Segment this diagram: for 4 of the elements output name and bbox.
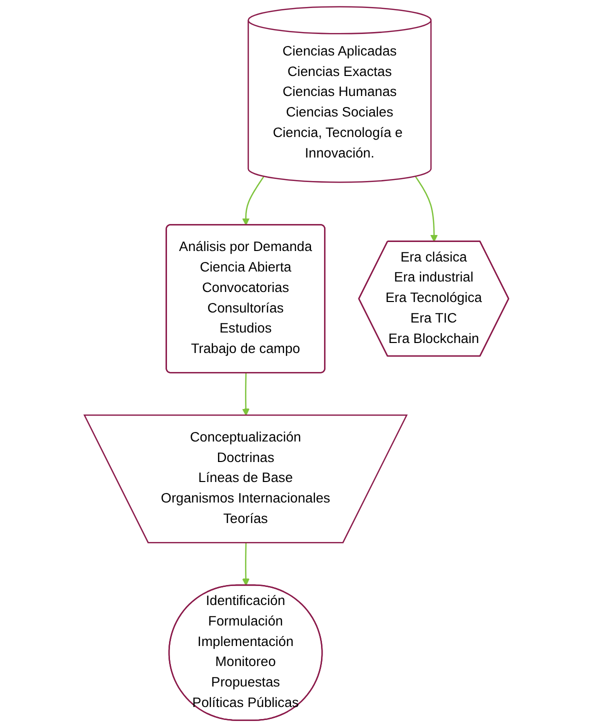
arrow: [242, 373, 250, 416]
arrow: [242, 176, 264, 226]
arrow: [414, 176, 438, 242]
arrow: [242, 543, 250, 586]
